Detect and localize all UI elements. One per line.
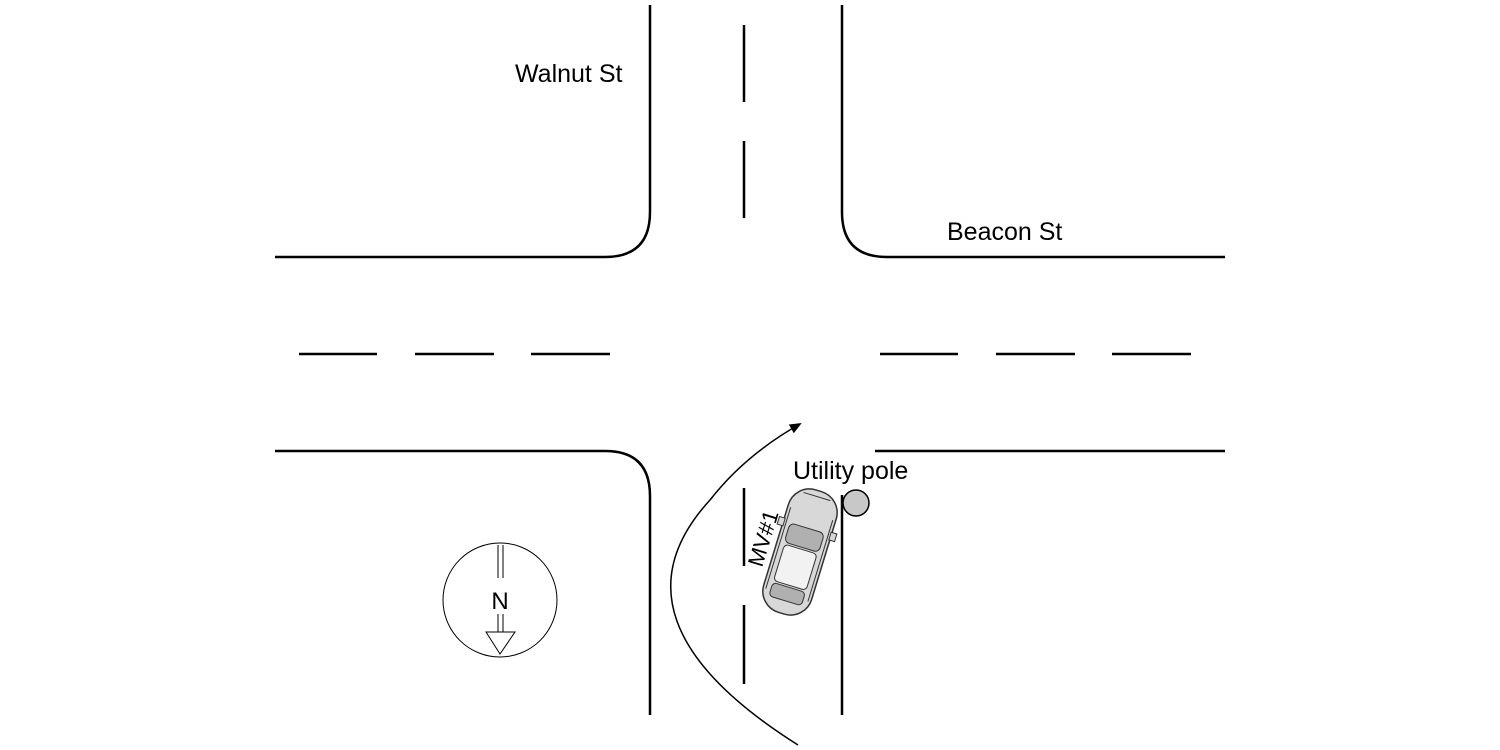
vehicle-mirror-left — [776, 515, 786, 527]
curb-northeast — [840, 5, 1225, 259]
north-compass: N — [442, 542, 558, 658]
vehicle-side-line-right — [807, 520, 834, 602]
compass-arrow-icon — [485, 631, 516, 655]
center-line-dashes — [299, 25, 1191, 684]
street-label-walnut: Walnut St — [515, 60, 623, 88]
compass-north-letter: N — [491, 588, 508, 615]
vehicle-mv1 — [762, 488, 838, 616]
vehicle-side-line-left — [765, 507, 792, 589]
vehicle-hood-line — [803, 491, 831, 502]
utility-pole-label: Utility pole — [793, 457, 908, 485]
vehicle-rear-window — [769, 582, 805, 606]
vehicle-path-arrow — [670, 423, 802, 746]
vehicle-roof — [774, 544, 817, 590]
curb-southwest — [275, 449, 652, 715]
compass-circle — [442, 542, 558, 658]
utility-pole-marker — [842, 489, 870, 517]
street-label-beacon: Beacon St — [947, 218, 1062, 246]
vehicle-windshield — [784, 523, 824, 552]
vehicle-mirror-right — [828, 531, 838, 543]
curb-northwest — [275, 5, 652, 259]
curb-lines — [275, 5, 1225, 715]
